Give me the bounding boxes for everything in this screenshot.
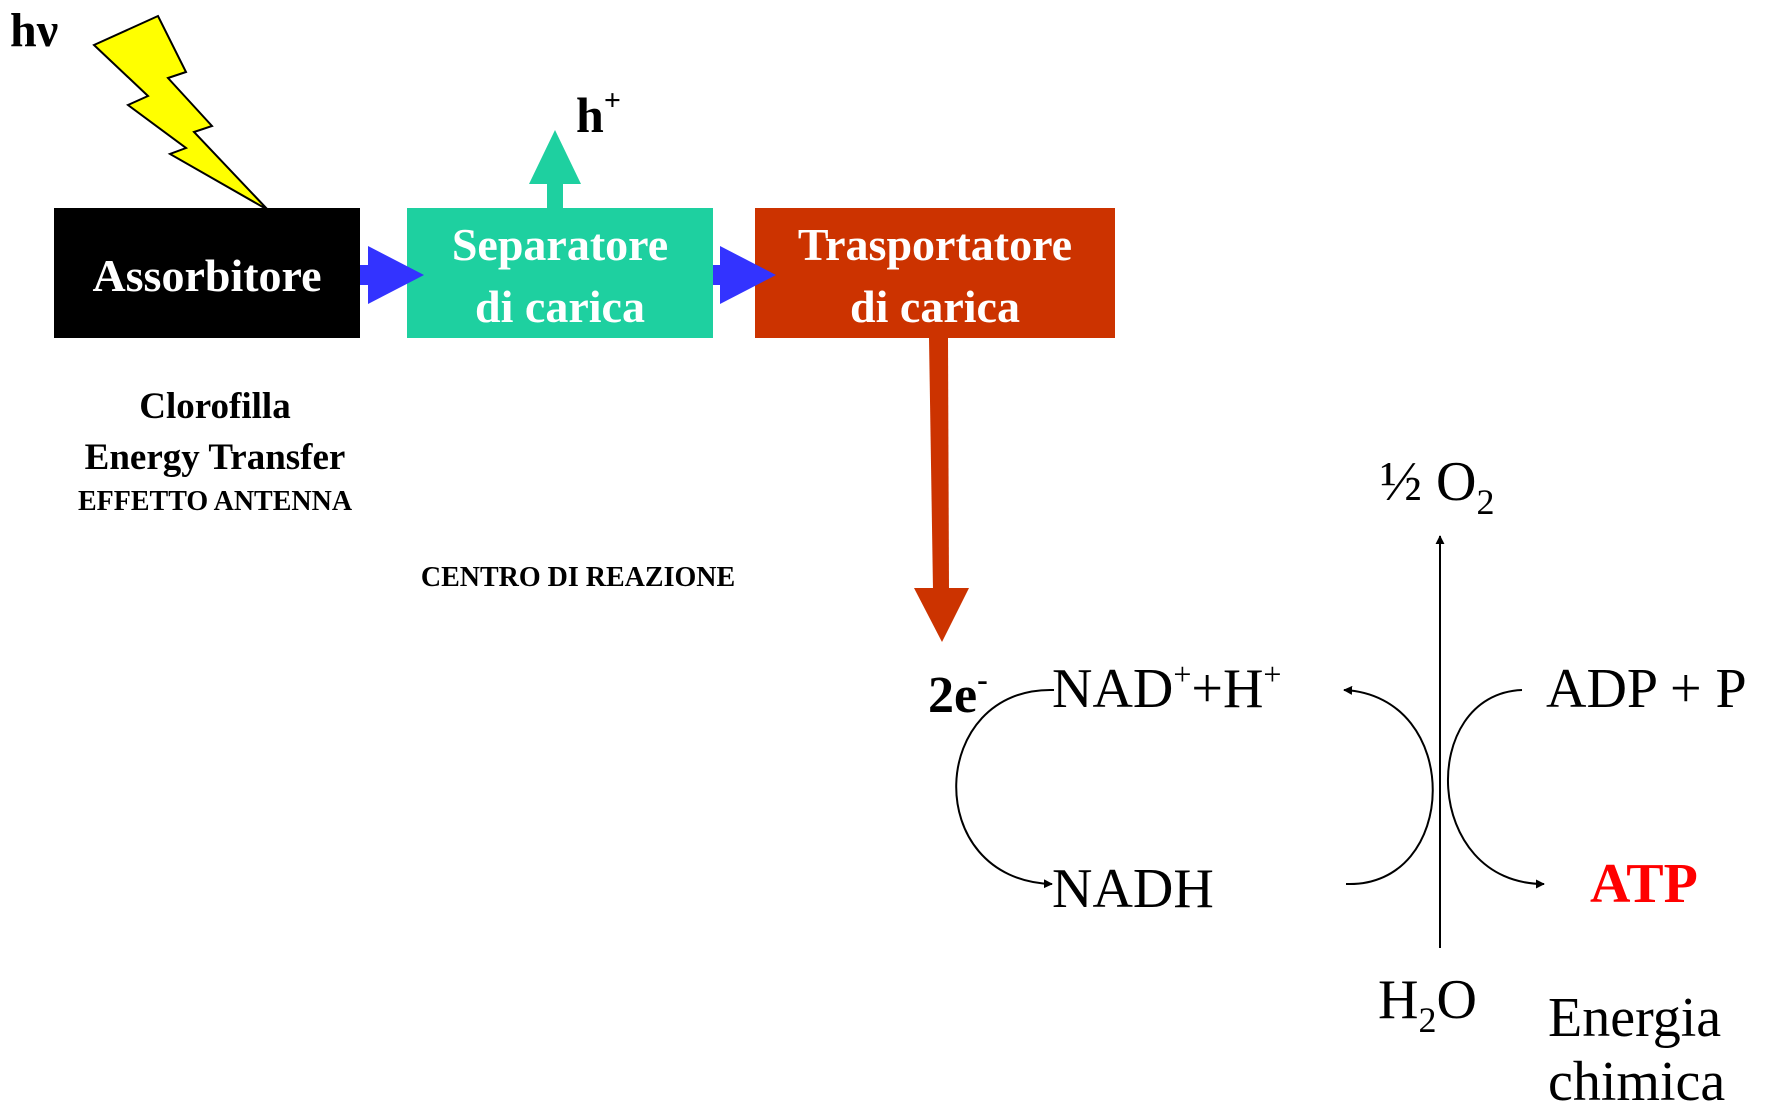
electrons-label: 2e- bbox=[928, 661, 988, 724]
photon-label: hν bbox=[10, 4, 58, 57]
transporter-label-line2: di carica bbox=[850, 281, 1020, 332]
adp-label: ADP + P bbox=[1546, 658, 1747, 720]
absorber-note-chlorophyll: Clorofilla bbox=[139, 386, 290, 427]
transporter-box bbox=[755, 208, 1115, 338]
absorber-note-energy-transfer: Energy Transfer bbox=[85, 437, 346, 478]
energy-label-line1: Energia bbox=[1548, 987, 1721, 1049]
separator-label-line2: di carica bbox=[475, 281, 645, 332]
hole-arrow-shaft bbox=[547, 180, 563, 210]
electron-arrow-shaft bbox=[929, 338, 949, 590]
oxygen-label: ½ O2 bbox=[1380, 451, 1494, 522]
electron-arrow-head bbox=[914, 588, 969, 642]
lightning-bolt-icon bbox=[92, 14, 269, 211]
nadh-label: NADH bbox=[1052, 858, 1214, 920]
hole-arrow-head bbox=[529, 130, 581, 184]
flow-arrow-1-head bbox=[368, 246, 424, 304]
absorber-label: Assorbitore bbox=[92, 250, 321, 301]
atp-label: ATP bbox=[1590, 853, 1698, 915]
water-label: H2O bbox=[1378, 969, 1477, 1040]
reaction-center-label: CENTRO DI REAZIONE bbox=[421, 562, 735, 593]
transporter-label-line1: Trasportatore bbox=[798, 219, 1072, 270]
nad-label: NAD++H+ bbox=[1052, 656, 1281, 720]
hole-label: h+ bbox=[576, 84, 621, 143]
reduction-curve-arrow bbox=[955, 688, 1055, 889]
absorber-box bbox=[54, 208, 360, 338]
separator-box bbox=[407, 208, 713, 338]
energy-label-line2: chimica bbox=[1548, 1051, 1725, 1112]
separator-label-line1: Separatore bbox=[452, 219, 668, 270]
phosphorylation-curve-arrow bbox=[1446, 689, 1545, 889]
flow-arrow-2-head bbox=[720, 246, 776, 304]
absorber-note-antenna: EFFETTO ANTENNA bbox=[78, 486, 353, 517]
oxidation-curve-arrow bbox=[1343, 685, 1434, 886]
